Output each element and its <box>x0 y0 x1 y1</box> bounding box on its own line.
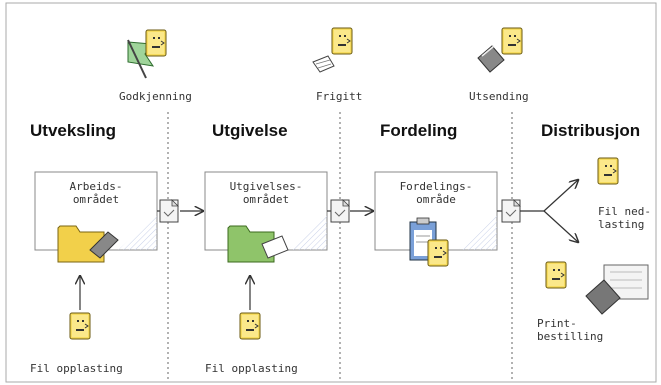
approval-label-utsending: Utsending <box>469 90 529 103</box>
approval-label-godkjenning: Godkjenning <box>119 90 192 103</box>
stage-heading-utgivelse: Utgivelse <box>212 121 288 140</box>
output-label-printbestilling: Print- bestilling <box>537 317 604 343</box>
document-icon-2 <box>330 199 350 223</box>
document-icon-3 <box>501 199 521 223</box>
upload-label-1: Fil opplasting <box>30 362 123 375</box>
document-icon-1 <box>159 199 179 223</box>
upload-face-icon-1 <box>69 312 91 340</box>
printer-icon <box>585 264 649 315</box>
clipboard-icon <box>409 217 449 267</box>
outer-frame <box>5 2 657 383</box>
green-folder-icon <box>227 225 289 263</box>
area-label-arbeidsomradet: Arbeids- området <box>69 180 123 207</box>
approval-label-frigitt: Frigitt <box>316 90 363 103</box>
print-order-face-icon <box>545 261 567 289</box>
flag-approval-icon <box>127 29 167 79</box>
output-label-fil-nedlasting: Fil ned- lasting <box>598 205 651 231</box>
printer-send-icon <box>477 27 523 73</box>
branch-arrow-down <box>543 210 578 242</box>
stage-heading-distribusjon: Distribusjon <box>541 121 641 140</box>
upload-face-icon-2 <box>239 312 261 340</box>
stage-heading-fordeling: Fordeling <box>380 121 458 140</box>
area-label-utgivelsesomradet: Utgivelses- området <box>229 180 303 207</box>
area-label-fordelingsomrade: Fordelings- område <box>399 180 473 207</box>
stage-heading-utveksling: Utveksling <box>30 121 116 140</box>
branch-arrow-up <box>543 180 578 212</box>
upload-label-2: Fil opplasting <box>205 362 298 375</box>
download-face-icon <box>597 157 619 185</box>
yellow-folder-icon <box>57 225 119 263</box>
hand-release-icon <box>312 27 353 73</box>
